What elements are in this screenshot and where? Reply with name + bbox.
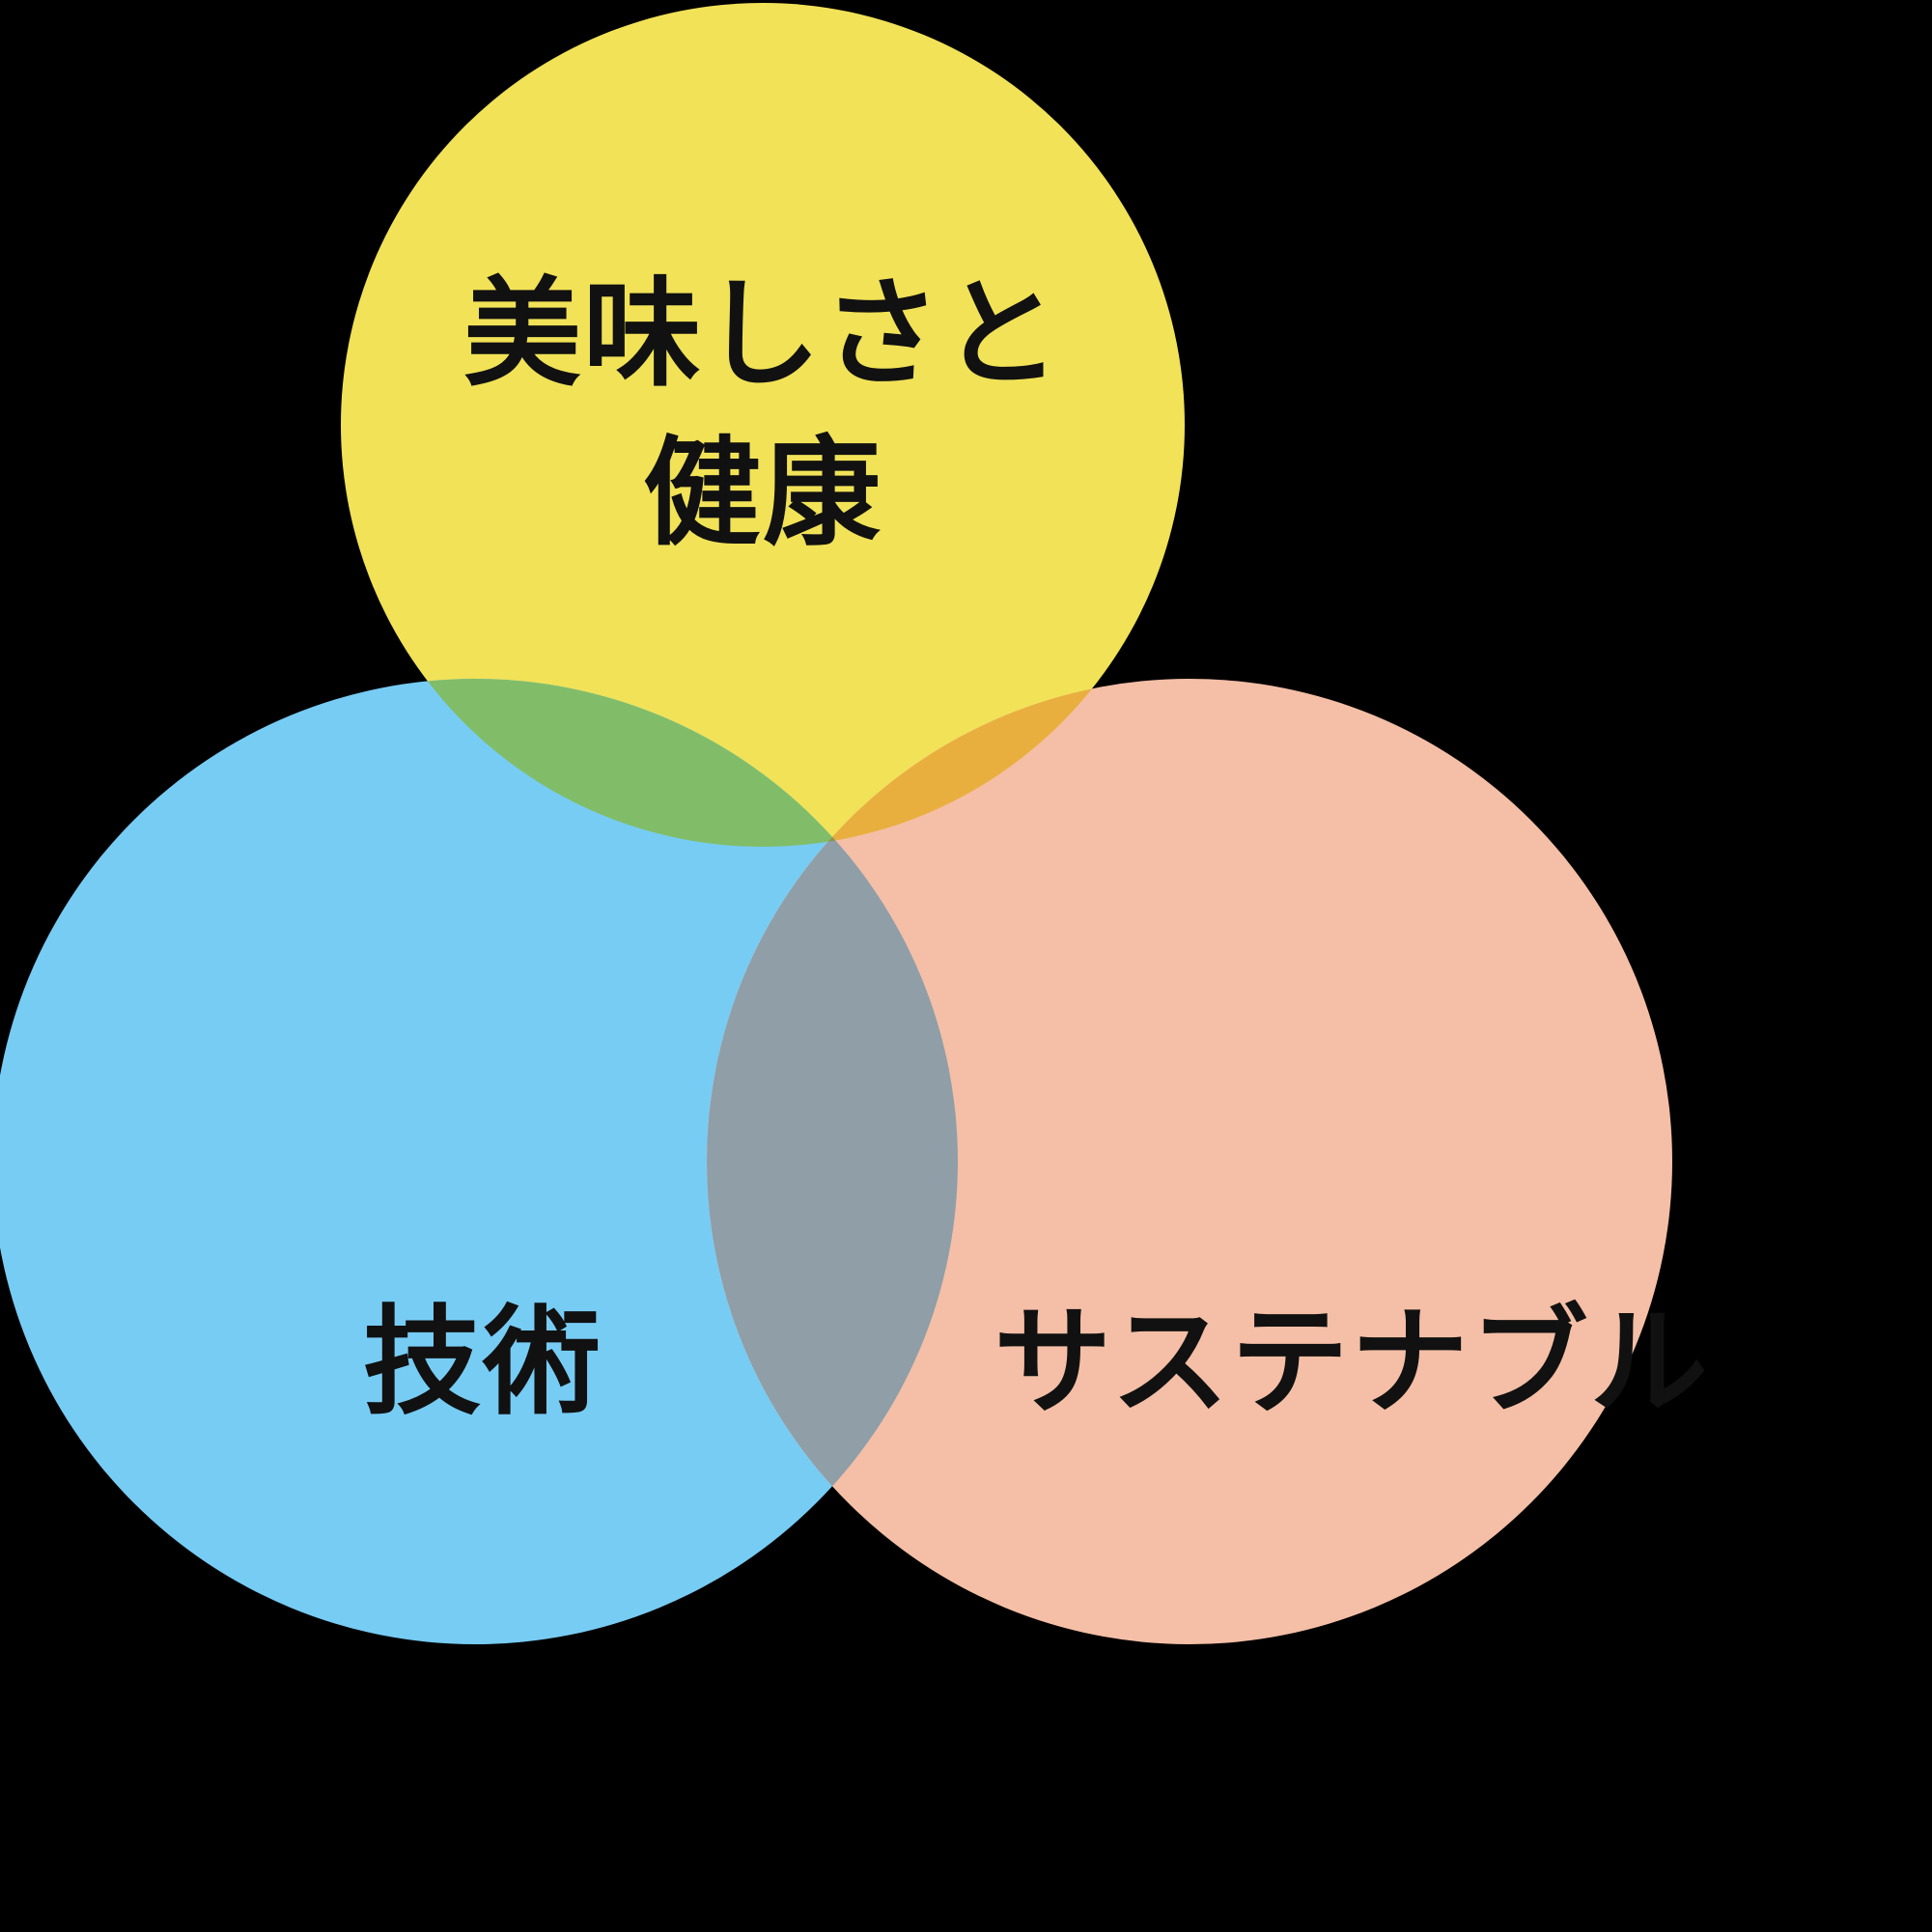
venn-label-sustainable: サステナブル [994, 1294, 1710, 1431]
venn-circle-sustainable[interactable] [707, 679, 1672, 1644]
venn-label-taste-health-line1: 美味しさと [463, 266, 1062, 403]
venn-label-technology: 技術 [363, 1294, 602, 1431]
venn-circle-taste-health[interactable] [341, 3, 1185, 847]
venn-circle-technology[interactable] [0, 679, 958, 1644]
venn-label-taste-health-line2: 健康 [643, 425, 882, 562]
